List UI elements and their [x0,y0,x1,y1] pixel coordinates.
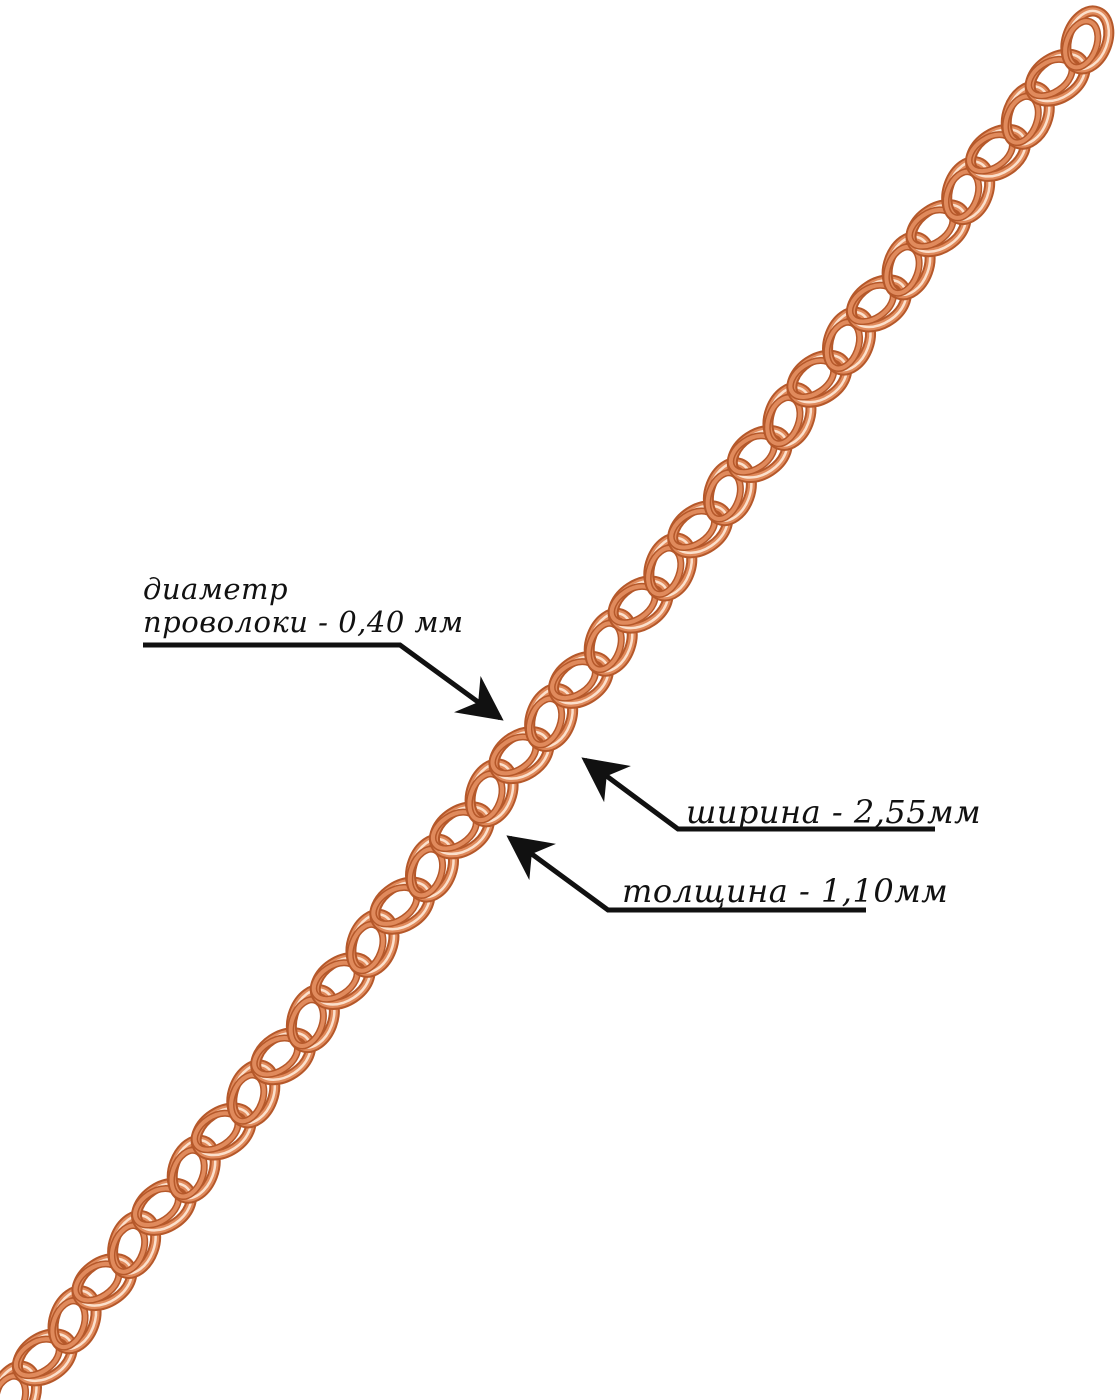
wire-diameter-label-line2: проволоки - 0,40 мм [143,605,464,639]
chain-link [345,908,400,978]
wire-diameter-arrow [143,642,504,721]
chain-link [226,1059,281,1129]
chain-link [131,1177,197,1236]
chain-link [428,801,495,860]
chain-link [845,274,912,333]
wire-diameter-label-line1: диаметр [143,572,289,606]
chain-link [548,650,614,709]
chain-link [71,1253,138,1312]
thickness-label: толщина - 1,10мм [622,872,949,910]
chain-link [1060,5,1115,75]
chain-link [726,424,793,484]
chain-link [309,951,376,1010]
width-label: ширина - 2,55мм [686,793,982,831]
thickness-arrow [506,835,866,913]
width-arrow [581,757,935,832]
chain-link [786,349,853,408]
